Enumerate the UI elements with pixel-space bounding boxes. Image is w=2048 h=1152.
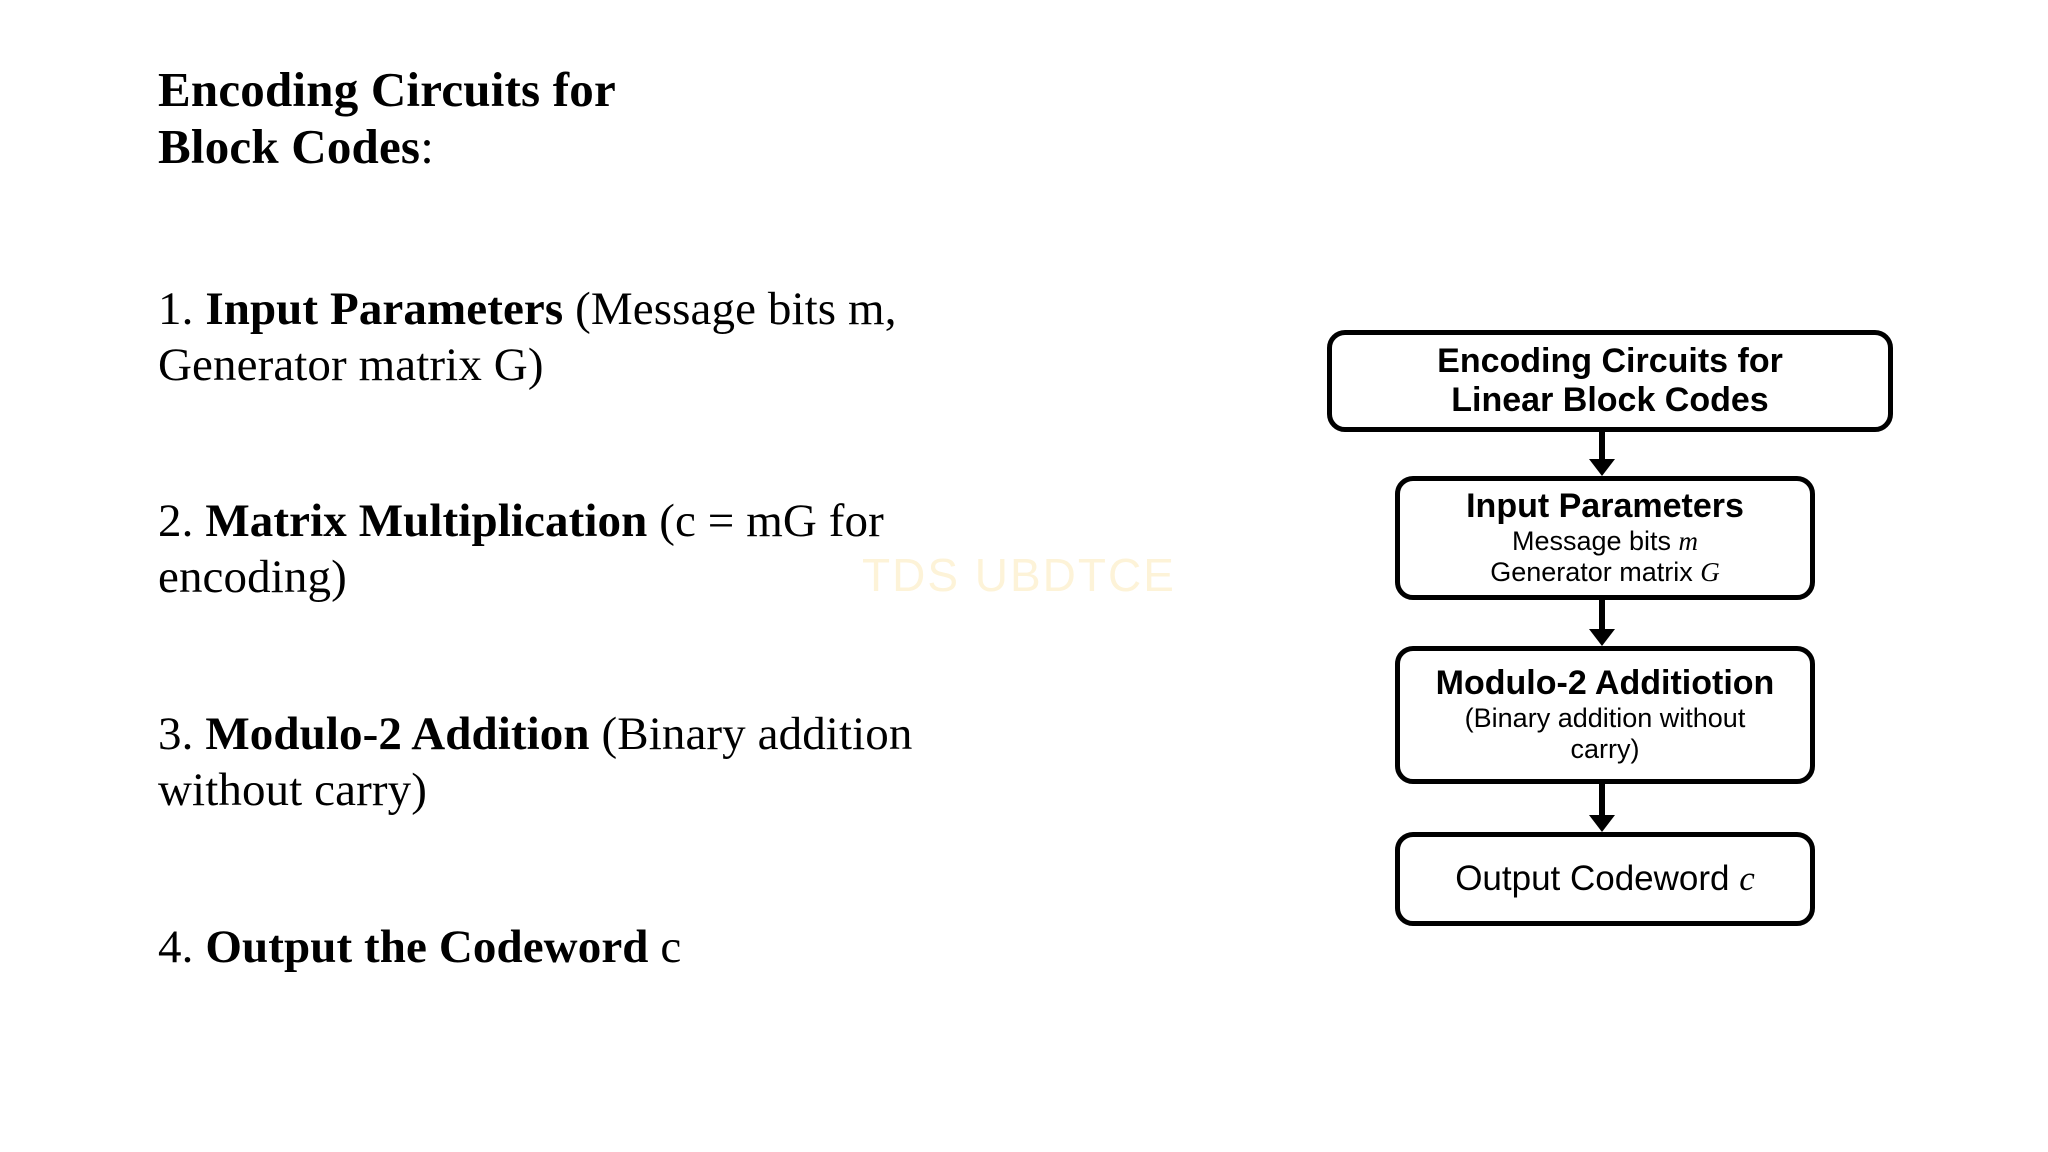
list-item-2-detail: (c = mG for encoding) <box>158 495 884 603</box>
list-item-2-number: 2. <box>158 495 194 547</box>
list-item-2-title: Matrix Multiplication <box>205 495 648 547</box>
flowchart-node-modulo-addition: Modulo-2 Additiotion (Binary addition wi… <box>1395 646 1815 784</box>
list-item-1: 1. Input Parameters (Message bits m, Gen… <box>158 282 948 394</box>
flowchart-node-modulo-title: Modulo-2 Additiotion <box>1435 664 1775 703</box>
list-item-4-title: Output the Codeword <box>205 921 649 973</box>
flowchart-node-input-sub1-var: m <box>1678 526 1699 557</box>
page-title-line2: Block Codes <box>158 118 421 174</box>
flowchart-node-input-sub1: Message bits m <box>1512 526 1698 557</box>
flowchart-node-output-var: c <box>1739 859 1755 899</box>
left-text-column: Encoding Circuits for Block Codes: 1. In… <box>158 62 958 973</box>
list-item-3-title: Modulo-2 Addition <box>205 708 590 760</box>
page-title-colon: : <box>420 118 435 174</box>
flowchart-node-title-line1: Encoding Circuits for <box>1437 342 1783 381</box>
flowchart-node-input-sub2: Generator matrix G <box>1490 557 1720 588</box>
list-item-4-detail: c <box>660 921 682 973</box>
list-item-3-detail: (Binary addition without carry) <box>158 708 913 816</box>
list-item-1-number: 1. <box>158 283 194 335</box>
flowchart-node-output-codeword: Output Codeword c <box>1395 832 1815 926</box>
flowchart-node-output-label: Output Codeword <box>1455 859 1730 899</box>
flowchart-node-input-parameters: Input Parameters Message bits m Generato… <box>1395 476 1815 600</box>
flowchart: Encoding Circuits for Linear Block Codes… <box>1320 330 1920 1030</box>
flowchart-node-title: Encoding Circuits for Linear Block Codes <box>1327 330 1893 432</box>
flowchart-node-output-title: Output Codeword c <box>1455 859 1755 899</box>
list-item-1-detail: (Message bits m, Generator matrix G) <box>158 283 897 391</box>
list-item-3-number: 3. <box>158 708 194 760</box>
flowchart-node-input-title: Input Parameters <box>1466 487 1744 526</box>
flowchart-node-modulo-sub2: carry) <box>1570 734 1640 765</box>
flowchart-node-title-line2: Linear Block Codes <box>1451 381 1769 419</box>
page-title: Encoding Circuits for Block Codes: <box>158 62 958 176</box>
flowchart-node-input-sub2-text: Generator matrix <box>1490 557 1693 588</box>
list-item-2: 2. Matrix Multiplication (c = mG for enc… <box>158 494 998 606</box>
flow-arrow-modulo-to-output <box>1599 784 1605 818</box>
list-item-1-title: Input Parameters <box>205 283 564 335</box>
list-item-4-number: 4. <box>158 921 194 973</box>
list-item-3: 3. Modulo-2 Addition (Binary addition wi… <box>158 707 948 819</box>
flowchart-node-input-sub2-var: G <box>1700 557 1720 588</box>
flowchart-node-modulo-sub1: (Binary addition without <box>1464 703 1746 734</box>
watermark-text: TDS UBDTCE <box>862 549 1176 601</box>
flowchart-node-input-sub1-text: Message bits <box>1511 526 1672 557</box>
list-item-4: 4. Output the Codeword c <box>158 920 948 976</box>
page-title-line1: Encoding Circuits for <box>158 62 616 117</box>
flow-arrow-input-to-modulo <box>1599 600 1605 632</box>
flow-arrow-title-to-input <box>1599 432 1605 462</box>
